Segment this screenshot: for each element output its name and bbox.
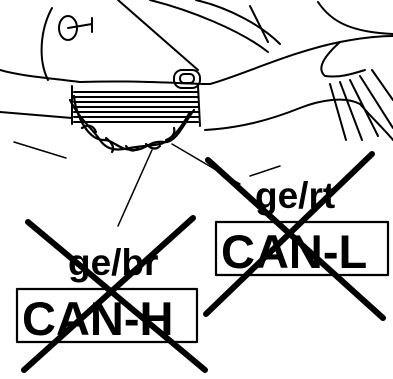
right-cross-out-icon (203, 151, 386, 321)
left-cross-out-icon (21, 215, 208, 373)
harness-clip-icon (173, 69, 201, 89)
cable-harness (0, 35, 393, 141)
push-clip-icon (58, 15, 93, 41)
twisted-pair (68, 94, 196, 154)
tape-wrap (71, 85, 201, 127)
background-lines (13, 141, 281, 177)
leader-lines (117, 143, 241, 227)
right-wire-color-label: ge/rt (255, 175, 335, 216)
housing-outline (40, 0, 393, 81)
